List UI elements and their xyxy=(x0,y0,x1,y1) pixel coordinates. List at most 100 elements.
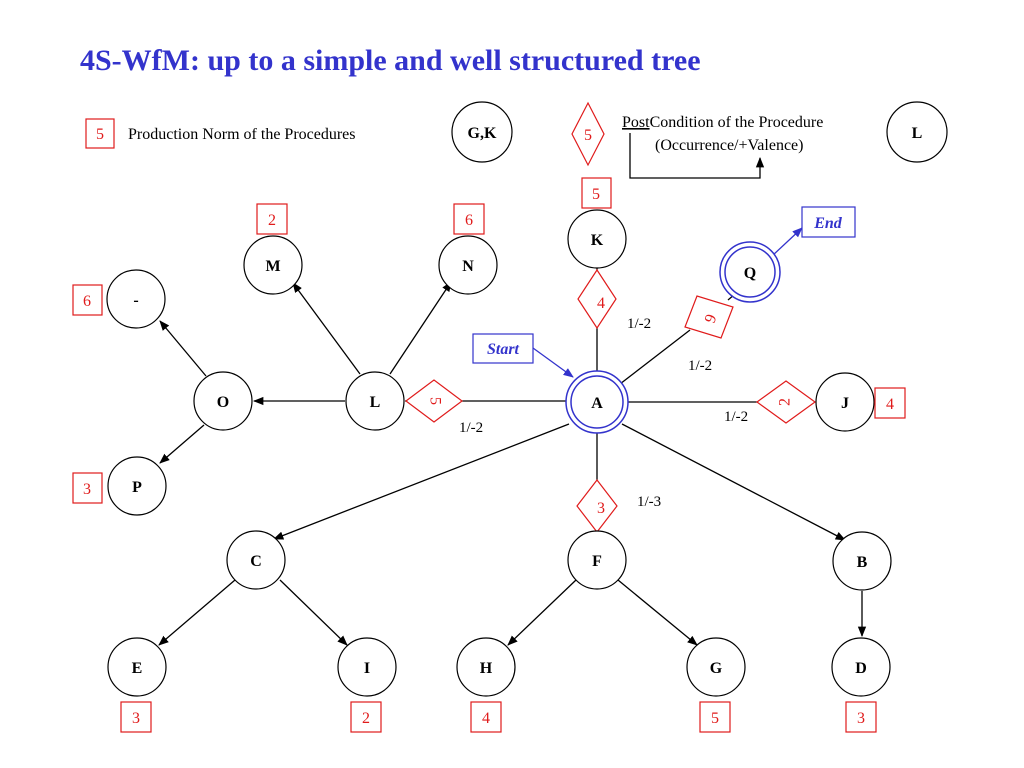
norm-value-j: 4 xyxy=(886,396,894,413)
edge-label-a-q-upper: 1/-2 xyxy=(627,316,651,332)
edge-labels: 1/-2 1/-2 1/-2 1/-2 1/-3 xyxy=(459,316,748,510)
norm-value-g: 5 xyxy=(711,710,719,727)
node-l-label: L xyxy=(370,394,381,411)
edge-l-m xyxy=(292,282,361,375)
node-a-label: A xyxy=(591,395,603,412)
node-h xyxy=(456,637,516,697)
legend-condition-post: Post xyxy=(622,114,650,131)
condition-value-k: 4 xyxy=(597,295,605,312)
node-p xyxy=(107,456,167,516)
start-flag xyxy=(472,333,534,364)
condition-value-j: 2 xyxy=(777,398,794,406)
node-j-label: J xyxy=(841,395,849,412)
node-q-label: Q xyxy=(744,265,756,282)
edge-c-e xyxy=(158,579,236,646)
node-f-label: F xyxy=(592,553,602,570)
node-m xyxy=(243,235,303,295)
node-g-label: G xyxy=(710,660,723,677)
norm-box-n xyxy=(453,203,485,235)
condition-diamond-j xyxy=(755,380,817,424)
page-title: 4S-WfM: up to a simple and well structur… xyxy=(80,44,701,77)
edge-f-g xyxy=(617,579,698,646)
norm-value-h: 4 xyxy=(482,710,490,727)
condition-diamond-l xyxy=(405,379,463,423)
node-m-label: M xyxy=(265,258,280,275)
legend-norm-box xyxy=(85,118,115,149)
node-h-label: H xyxy=(480,660,493,677)
edge-o-p xyxy=(159,424,205,464)
norm-box-dash xyxy=(72,284,103,316)
condition-diamond-q xyxy=(684,295,734,339)
node-n-label: N xyxy=(462,258,474,275)
node-b-label: B xyxy=(857,554,868,571)
node-e-label: E xyxy=(132,660,143,677)
end-flag xyxy=(801,206,856,238)
norm-value-dash: 6 xyxy=(83,293,91,310)
node-i xyxy=(337,637,397,697)
legend: 5 Production Norm of the Procedures G,K … xyxy=(85,101,948,179)
legend-condition-line2: (Occurrence/+Valence) xyxy=(655,137,803,154)
end-flag-label: End xyxy=(813,215,843,232)
legend-node-example-2-label: L xyxy=(912,125,923,142)
node-o xyxy=(193,371,253,431)
node-b xyxy=(832,531,892,591)
node-q-inner-ring xyxy=(724,246,776,298)
edge-label-a-j: 1/-2 xyxy=(724,409,748,425)
edge-o-dash xyxy=(159,320,207,377)
edge-q-end xyxy=(771,227,803,257)
node-l xyxy=(345,371,405,431)
node-e xyxy=(107,637,167,697)
norm-value-p: 3 xyxy=(83,481,91,498)
norm-box-g xyxy=(699,701,731,733)
legend-node-example-2 xyxy=(886,101,948,163)
legend-condition-value: 5 xyxy=(584,127,592,144)
node-o-label: O xyxy=(217,394,229,411)
norm-value-e: 3 xyxy=(132,710,140,727)
norm-box-m xyxy=(256,203,288,235)
norm-box-e xyxy=(120,701,152,733)
legend-condition-diamond xyxy=(571,101,605,167)
condition-value-l: 5 xyxy=(426,397,443,405)
norm-value-d: 3 xyxy=(857,710,865,727)
norm-box-j xyxy=(874,387,906,419)
node-j xyxy=(815,372,875,432)
node-i-label: I xyxy=(364,660,370,677)
legend-norm-label: Production Norm of the Procedures xyxy=(128,126,356,143)
edge-start-a xyxy=(532,347,574,378)
node-n xyxy=(438,235,498,295)
node-dash-label: - xyxy=(133,292,138,309)
node-a-inner-ring xyxy=(570,375,624,429)
node-k-label: K xyxy=(591,232,604,249)
norm-value-n: 6 xyxy=(465,212,473,229)
norm-box-i xyxy=(350,701,382,733)
legend-bracket-arrow xyxy=(629,133,765,179)
node-d-label: D xyxy=(855,660,867,677)
norm-box-k xyxy=(581,177,612,209)
node-g xyxy=(686,637,746,697)
flags: Start End xyxy=(472,206,856,364)
norm-box-h xyxy=(470,701,502,733)
edge-label-a-l: 1/-2 xyxy=(459,420,483,436)
edge-label-a-f: 1/-3 xyxy=(637,494,661,510)
edge-a-q-lower xyxy=(619,329,691,385)
edge-a-c xyxy=(273,423,570,540)
edge-l-n xyxy=(389,281,452,375)
condition-diamond-k xyxy=(577,268,617,330)
norm-boxes: 5 2 6 6 3 4 3 2 4 5 3 xyxy=(72,177,906,733)
node-c xyxy=(226,530,286,590)
legend-condition-label: PostCondition of the Procedure xyxy=(622,114,823,131)
nodes: A Q K M N - O L J P C F B E I H xyxy=(106,209,892,697)
norm-value-m: 2 xyxy=(268,212,276,229)
node-k xyxy=(567,209,627,269)
legend-node-example-1 xyxy=(451,101,513,163)
edge-a-b xyxy=(621,423,846,541)
norm-value-i: 2 xyxy=(362,710,370,727)
edges xyxy=(158,227,867,646)
start-flag-label: Start xyxy=(487,341,520,358)
node-dash xyxy=(106,269,166,329)
legend-node-example-1-label: G,K xyxy=(468,125,497,142)
node-d xyxy=(831,637,891,697)
norm-value-k: 5 xyxy=(592,186,600,203)
norm-box-d xyxy=(845,701,877,733)
